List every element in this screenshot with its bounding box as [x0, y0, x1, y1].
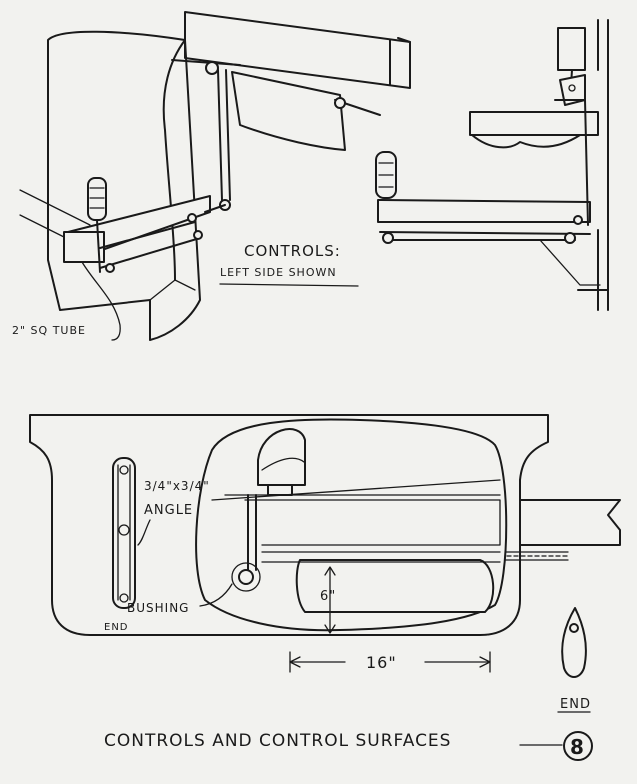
tube-label: 2" SQ TUBE: [12, 324, 86, 337]
angle-label: ANGLE: [144, 503, 193, 518]
length-dimension-label: 16": [366, 653, 397, 672]
end-left-label: END: [104, 622, 129, 633]
page-number: 8: [570, 735, 585, 759]
control-surfaces-view: [29, 414, 621, 673]
controls-title: CONTROLS:: [244, 242, 341, 260]
end-piece: [557, 607, 591, 713]
page-number-circle: [563, 731, 593, 761]
controls-isometric-view: [19, 11, 411, 341]
angle-size-label: 3/4"x3/4": [144, 479, 210, 493]
caption: CONTROLS AND CONTROL SURFACES: [104, 731, 451, 751]
left-side-underline: [219, 283, 359, 287]
bushing-label: BUSHING: [127, 601, 189, 615]
left-side-label: LEFT SIDE SHOWN: [220, 266, 337, 279]
end-right-label: END: [560, 697, 591, 712]
controls-side-view: [375, 19, 609, 311]
height-dimension-label: 6": [320, 589, 336, 604]
